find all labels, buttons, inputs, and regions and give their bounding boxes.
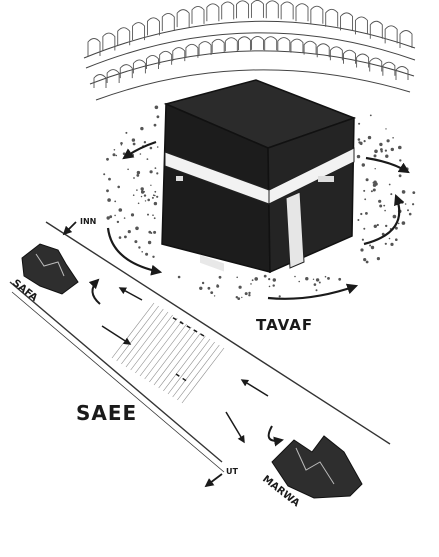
out-label: UT [226,467,238,476]
tavaf-label: TAVAF [256,316,313,334]
in-label: INN [80,217,96,226]
kaaba [162,80,354,272]
safa-hill [22,244,78,294]
saee-label: SAEE [76,401,137,425]
